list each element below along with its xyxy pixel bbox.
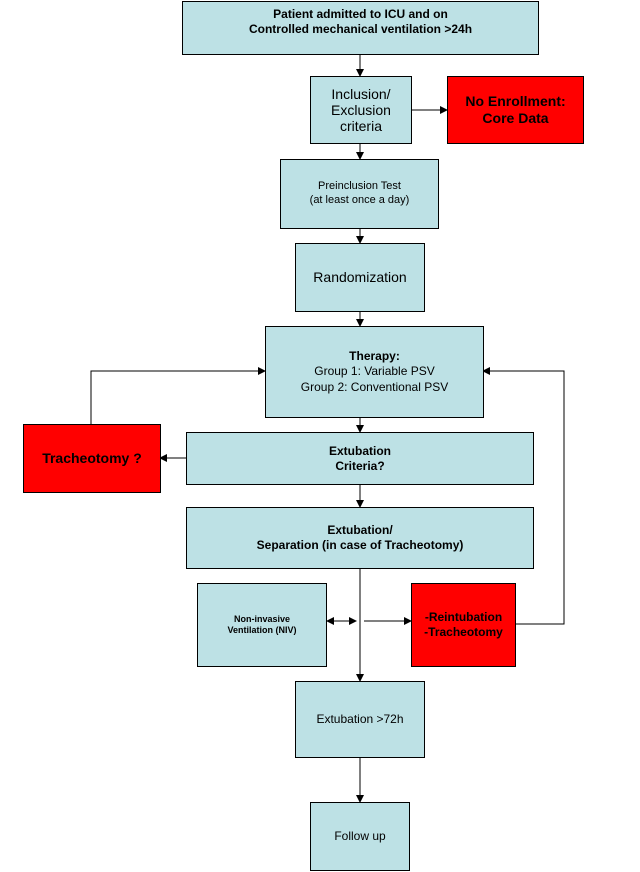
no-enrollment-line-1: No Enrollment: xyxy=(465,92,566,109)
no-enrollment-line-2: Core Data xyxy=(482,110,549,126)
arrow-reintubation-to-therapy xyxy=(482,367,565,625)
node-admission: Patient admitted to ICU and on Controlle… xyxy=(182,1,539,55)
node-extubation-72h: Extubation >72h xyxy=(295,681,425,758)
node-preinclusion-test: Preinclusion Test (at least once a day) xyxy=(280,159,439,229)
node-randomization: Randomization xyxy=(295,243,425,312)
tracheotomy-question-label: Tracheotomy ? xyxy=(42,449,142,466)
extubation-criteria-line-1: Extubation xyxy=(329,443,391,458)
preinclusion-line-1: Preinclusion Test xyxy=(318,180,401,193)
node-niv: Non-invasive Ventilation (NIV) xyxy=(197,583,327,667)
node-tracheotomy-question: Tracheotomy ? xyxy=(23,424,161,493)
node-extubation-separation: Extubation/ Separation (in case of Trach… xyxy=(186,507,534,569)
follow-up-label: Follow up xyxy=(334,829,386,843)
node-no-enrollment: No Enrollment: Core Data xyxy=(447,76,584,144)
reintubation-line-2: -Tracheotomy xyxy=(424,625,503,639)
extubation-criteria-line-2: Criteria? xyxy=(335,458,385,473)
reintubation-line-1: -Reintubation xyxy=(424,610,503,624)
node-therapy: Therapy: Group 1: Variable PSV Group 2: … xyxy=(265,326,484,418)
extubation-separation-line-1: Extubation/ xyxy=(327,523,393,537)
preinclusion-line-2: (at least once a day) xyxy=(309,194,410,206)
extubation-separation-line-2: Separation (in case of Tracheotomy) xyxy=(256,538,464,552)
therapy-title: Therapy: xyxy=(349,348,400,363)
niv-line-1: Non-invasive xyxy=(233,613,291,624)
therapy-group-1: Group 1: Variable PSV xyxy=(314,364,435,379)
arrow-tracheotomy-to-therapy xyxy=(90,367,266,424)
node-follow-up: Follow up xyxy=(310,802,410,871)
extubation-72h-label: Extubation >72h xyxy=(316,712,404,726)
randomization-label: Randomization xyxy=(313,268,407,285)
inclusion-line-1: Inclusion/ xyxy=(331,85,391,102)
node-extubation-criteria: Extubation Criteria? xyxy=(186,432,534,485)
admission-line-2: Controlled mechanical ventilation >24h xyxy=(248,22,473,36)
inclusion-line-3: criteria xyxy=(339,118,382,135)
therapy-group-2: Group 2: Conventional PSV xyxy=(300,379,449,394)
admission-line-1: Patient admitted to ICU and on xyxy=(273,7,448,21)
node-reintubation: -Reintubation -Tracheotomy xyxy=(411,583,516,667)
inclusion-line-2: Exclusion xyxy=(331,101,391,118)
niv-line-2: Ventilation (NIV) xyxy=(227,625,297,635)
node-inclusion-criteria: Inclusion/ Exclusion criteria xyxy=(310,76,412,144)
